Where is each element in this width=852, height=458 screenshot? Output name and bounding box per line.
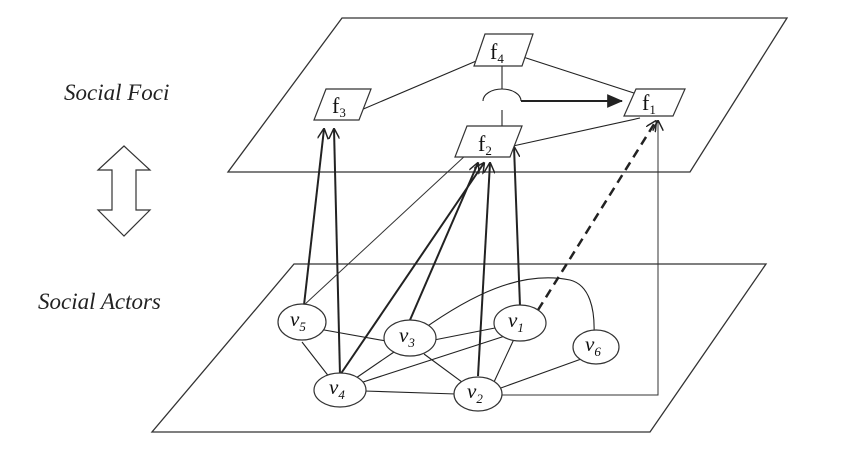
focus-node-f3: f3 <box>313 88 372 121</box>
svg-text:v3: v3 <box>399 323 415 350</box>
edge-v5-v3 <box>312 327 387 342</box>
edge-v3-v2 <box>423 353 467 386</box>
svg-text:f1: f1 <box>642 90 656 117</box>
social-actors-label: Social Actors <box>38 289 161 314</box>
edge-f4-f3 <box>353 55 489 114</box>
actor-node-v5: v5 <box>277 303 327 341</box>
actor-node-v1: v1 <box>493 304 547 342</box>
link-v5-f3 <box>303 129 324 306</box>
link-v2-f2 <box>477 163 490 377</box>
actor-node-v3: v3 <box>383 319 437 357</box>
focus-node-f4: f4 <box>473 33 534 67</box>
edge-f3-f1-hop <box>482 88 522 102</box>
actor-node-v4: v4 <box>313 372 367 408</box>
svg-text:f3: f3 <box>332 93 346 120</box>
focus-node-f2: f2 <box>454 125 523 158</box>
svg-text:f2: f2 <box>478 131 492 158</box>
svg-text:v5: v5 <box>290 307 306 334</box>
link-v1-f2 <box>514 147 521 307</box>
link-v4-f2 <box>339 163 484 376</box>
svg-text:v2: v2 <box>467 379 483 406</box>
actor-node-v6: v6 <box>572 329 620 365</box>
link-v2-f1 <box>500 121 658 396</box>
edge-v4-v2 <box>363 390 457 395</box>
svg-text:v1: v1 <box>508 308 524 335</box>
edge-f4-f1 <box>519 55 644 97</box>
edge-v4-v1 <box>359 335 506 384</box>
focus-node-f1: f1 <box>623 88 686 117</box>
edge-v3-v1 <box>433 326 501 341</box>
edge-v3-v4 <box>355 351 395 379</box>
social-foci-label: Social Foci <box>64 80 169 105</box>
bidirectional-arrow-icon <box>96 145 152 237</box>
svg-text:f4: f4 <box>490 39 504 66</box>
actors-plane <box>150 263 768 433</box>
svg-text:v6: v6 <box>585 332 601 359</box>
edge-v2-v6 <box>497 357 585 390</box>
edge-v5-v4 <box>301 341 331 379</box>
actor-node-v2: v2 <box>453 376 503 412</box>
link-v4-f3 <box>334 129 341 376</box>
link-v1-f1-dashed <box>536 121 656 311</box>
link-v5-f4-thin <box>302 128 495 307</box>
edge-f1-f2 <box>512 117 641 147</box>
svg-text:v4: v4 <box>329 375 345 402</box>
foci-plane <box>226 17 789 173</box>
edge-v1-v2 <box>493 338 515 383</box>
